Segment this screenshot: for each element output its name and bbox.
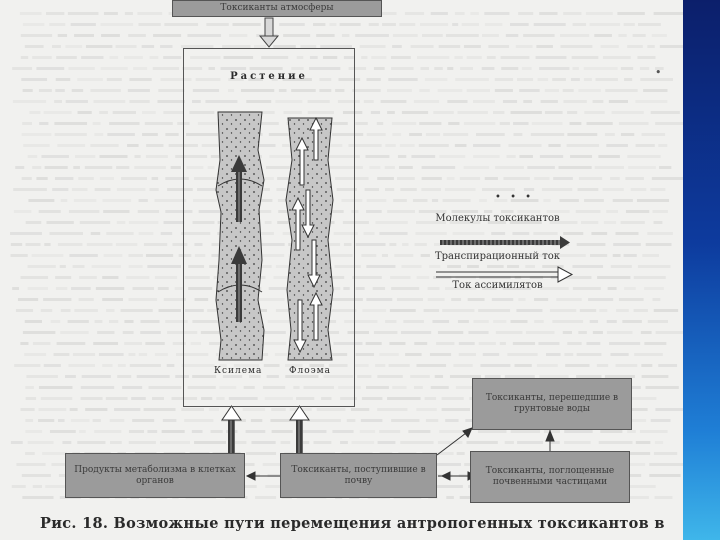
- plant-title: Растение: [184, 71, 354, 82]
- groundwater-toxicants-label: Токсиканты, перешедшие в грунтовые воды: [477, 393, 627, 415]
- atmosphere-toxicants-box: Токсиканты атмосферы: [172, 0, 382, 17]
- arrow-metabolites-to-plant: [222, 406, 241, 454]
- metabolites-label: Продукты метаболизма в клетках органов: [70, 465, 240, 487]
- soil-toxicants-label: Токсиканты, поступившие в почву: [285, 465, 432, 487]
- legend-transpiration-arrow: [440, 236, 570, 249]
- xylem-label: Ксилема: [214, 366, 262, 376]
- phloem-label: Флоэма: [289, 366, 331, 376]
- groundwater-toxicants-box: Токсиканты, перешедшие в грунтовые воды: [472, 378, 632, 430]
- legend-assimilates-label: Ток ассимилятов: [395, 280, 600, 291]
- arrow-soil-to-plant: [290, 406, 309, 454]
- scan-speck: •: [655, 66, 662, 79]
- slide-side-bar: [683, 0, 720, 540]
- legend-molecules-label: Молекулы токсикантов: [395, 213, 600, 224]
- legend-transpiration-label: Транспирационный ток: [395, 251, 600, 262]
- atmosphere-toxicants-label: Токсиканты атмосферы: [173, 1, 381, 14]
- figure-caption: Рис. 18. Возможные пути перемещения антр…: [40, 515, 665, 532]
- plant-box: Растение Ксилема Флоэма: [183, 48, 355, 407]
- metabolites-box: Продукты метаболизма в клетках органов: [65, 453, 245, 498]
- legend-molecule-dots: • • •: [495, 192, 534, 203]
- soil-toxicants-box: Токсиканты, поступившие в почву: [280, 453, 437, 498]
- absorbed-toxicants-box: Токсиканты, поглощенные почвенными части…: [470, 451, 630, 503]
- arrow-atmosphere-to-plant: [260, 18, 278, 47]
- absorbed-toxicants-label: Токсиканты, поглощенные почвенными части…: [475, 466, 625, 488]
